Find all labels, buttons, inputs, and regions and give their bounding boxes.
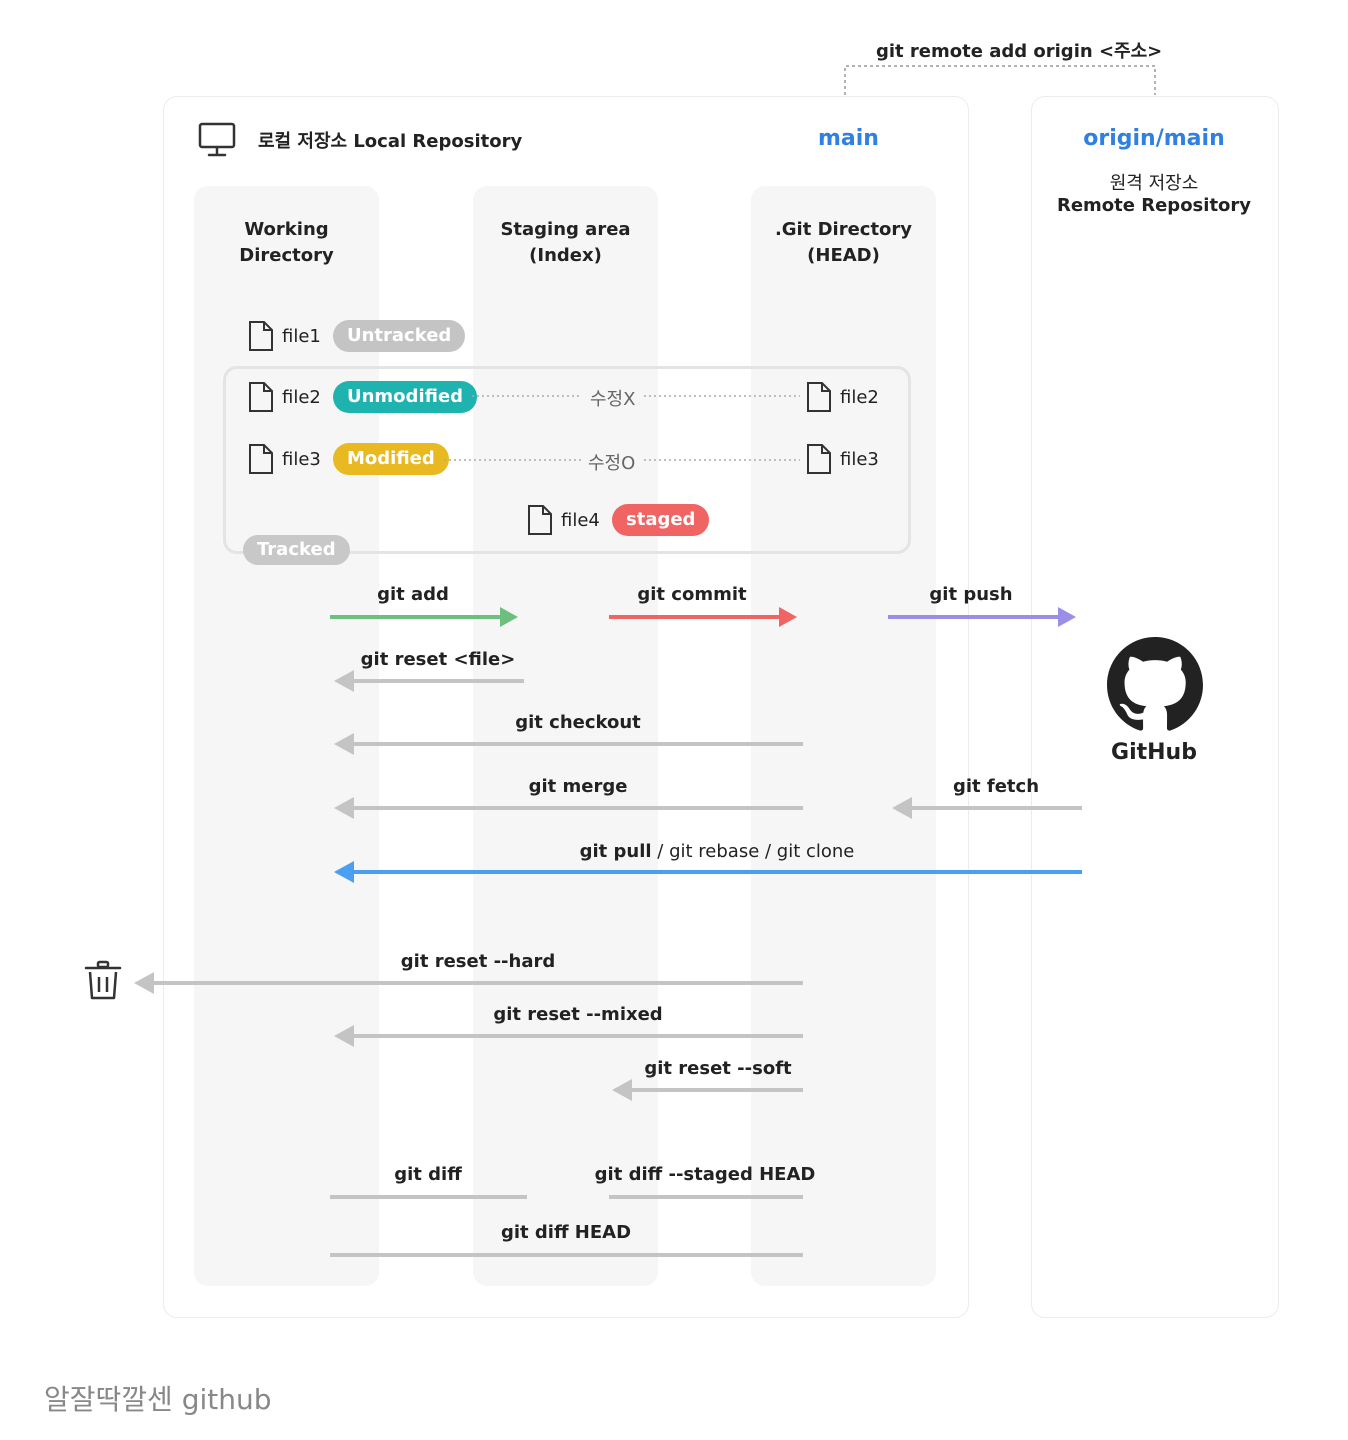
remote-add-bracket — [844, 65, 1156, 95]
arrow-git-add — [330, 607, 518, 627]
arrow-git-reset-file — [334, 670, 524, 692]
local-branch-label: main — [818, 126, 879, 151]
label-git-diff: git diff — [394, 1164, 462, 1185]
modified-badge: Modified — [333, 443, 449, 475]
file2-head-name: file2 — [840, 386, 879, 408]
label-git-pull: git pull / git rebase / git clone — [580, 841, 855, 862]
file-icon — [249, 382, 273, 412]
staged-badge: staged — [612, 504, 710, 536]
file2-note: 수정X — [590, 389, 636, 410]
arrow-git-checkout — [334, 733, 803, 755]
arrow-git-fetch — [892, 797, 1082, 819]
local-repository-title: 로컬 저장소 Local Repository — [258, 131, 523, 152]
label-git-diff-head: git diff HEAD — [500, 1222, 632, 1243]
git-directory-header: .Git Directory(HEAD) — [774, 219, 913, 266]
arrow-git-merge — [334, 797, 803, 819]
github-label: GitHub — [1111, 740, 1197, 765]
label-git-reset-hard: git reset --hard — [400, 951, 556, 972]
file1-name: file1 — [282, 325, 321, 347]
arrow-git-push — [888, 607, 1076, 627]
label-git-pull-bold: git pull — [579, 841, 652, 862]
file-icon — [807, 444, 831, 474]
file2-head-item: file2 — [806, 381, 879, 413]
file-icon — [249, 444, 273, 474]
label-git-fetch: git fetch — [952, 776, 1040, 797]
file-icon — [528, 505, 552, 535]
tracked-box — [223, 366, 911, 554]
file-connectors — [444, 395, 800, 461]
staging-area-header: Staging area(Index) — [500, 219, 631, 266]
label-git-reset-soft: git reset --soft — [644, 1058, 792, 1079]
file3-item: file3 — [248, 443, 321, 475]
file-icon — [807, 382, 831, 412]
tracked-badge: Tracked — [243, 535, 350, 565]
file3-name: file3 — [282, 448, 321, 470]
label-git-add: git add — [377, 584, 449, 605]
trash-icon — [84, 960, 122, 1000]
file4-item: file4 — [527, 504, 600, 536]
label-git-push: git push — [929, 584, 1013, 605]
github-icon — [1107, 637, 1203, 731]
unmodified-badge: Unmodified — [333, 381, 478, 413]
arrow-git-reset-mixed — [334, 1025, 803, 1047]
label-git-pull-rest: / git rebase / git clone — [651, 841, 855, 862]
file3-head-item: file3 — [806, 443, 879, 475]
remote-title-ko: 원격 저장소 — [1109, 173, 1199, 194]
remote-repository-panel — [1031, 96, 1279, 1318]
file-icon — [249, 321, 273, 351]
arrow-git-pull — [334, 861, 1082, 883]
file3-head-name: file3 — [840, 448, 879, 470]
label-git-diff-staged: git diff --staged HEAD — [594, 1164, 816, 1185]
untracked-badge: Untracked — [333, 320, 466, 352]
label-git-reset-file: git reset <file> — [360, 649, 516, 670]
arrow-git-commit — [609, 607, 797, 627]
arrow-git-reset-soft — [612, 1079, 803, 1101]
file2-name: file2 — [282, 386, 321, 408]
staging-area-column — [473, 186, 658, 1286]
label-git-reset-mixed: git reset --mixed — [493, 1004, 663, 1025]
file2-item: file2 — [248, 381, 321, 413]
remote-add-command: git remote add origin <주소> — [876, 41, 1163, 62]
remote-title-en: Remote Repository — [1056, 195, 1252, 216]
label-git-merge: git merge — [528, 776, 628, 797]
label-git-commit: git commit — [637, 584, 747, 605]
caption: 알잘딱깔센 github — [44, 1383, 272, 1416]
working-directory-column — [194, 186, 379, 1286]
computer-icon — [198, 122, 236, 157]
file1-item: file1 — [248, 320, 321, 352]
remote-branch-label: origin/main — [1083, 126, 1225, 151]
file3-note: 수정O — [588, 453, 636, 474]
arrow-git-reset-hard — [134, 972, 803, 994]
label-git-checkout: git checkout — [515, 712, 641, 733]
file4-name: file4 — [561, 509, 600, 531]
